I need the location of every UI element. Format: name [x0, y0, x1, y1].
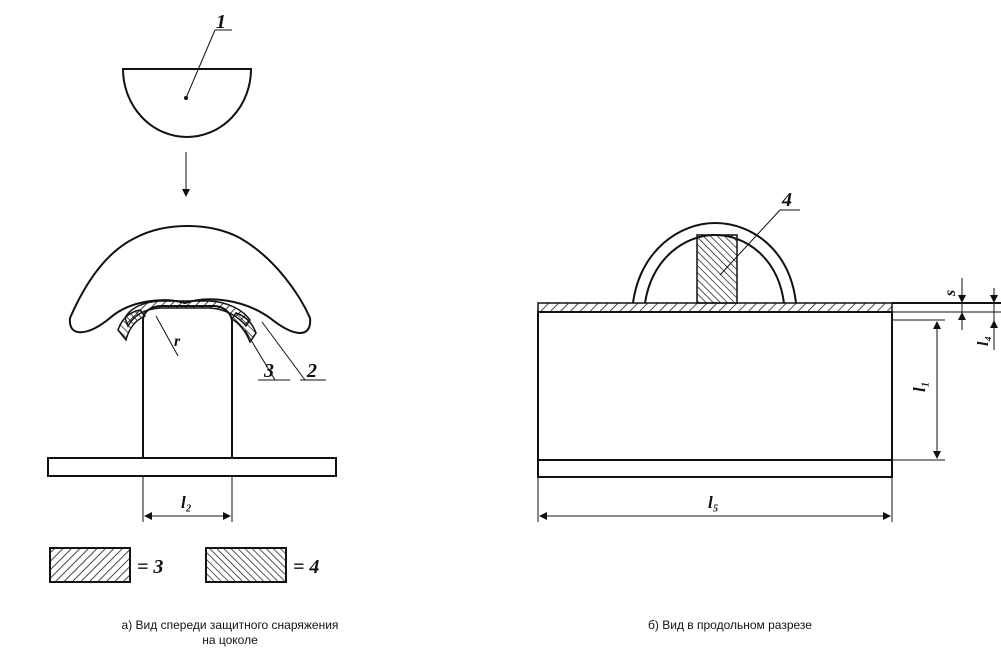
legend-swatch-3: [49, 547, 131, 583]
protector-shell: [68, 225, 312, 334]
base-plate-a: [47, 457, 337, 477]
leader-r: [155, 315, 179, 357]
post: [142, 305, 233, 458]
leader-item-2: [261, 321, 306, 381]
caption-view-b: б) Вид в продольном разрезе: [580, 618, 880, 633]
layer-4-right: [230, 312, 257, 344]
legend-label-3: = 3: [137, 556, 163, 578]
legend-label-4: = 4: [293, 556, 319, 578]
label-l5: l₅: [708, 493, 719, 512]
hatched-strip: [537, 302, 893, 313]
striker-hemisphere: [121, 68, 253, 138]
label-l4: l₄: [975, 336, 992, 346]
leader-item-3: [244, 329, 276, 381]
legend-swatch-4: [205, 547, 287, 583]
label-item-1: 1: [216, 11, 226, 33]
leader-item-4-b: [719, 209, 781, 276]
label-s: s: [942, 290, 959, 297]
label-r: r: [174, 333, 181, 350]
label-l1: l₁: [910, 381, 929, 392]
layer-4-left: [117, 309, 147, 342]
label-l2: l₂: [181, 493, 192, 512]
caption-view-a: а) Вид спереди защитного снаряжения на ц…: [70, 618, 390, 648]
label-item-2: 2: [306, 360, 317, 382]
block-body: [537, 311, 893, 461]
view-a-front: 1 r 3 2 l₂ = 3 = 4: [47, 11, 337, 583]
base-plate-b: [537, 459, 893, 478]
arch-outer: [632, 221, 797, 304]
label-item-3: 3: [263, 360, 274, 382]
view-b-section: 4 l₅ l₁ s l₄: [537, 189, 1001, 522]
label-item-4-b: 4: [781, 189, 792, 211]
caption-view-a-line2: на цоколе: [202, 633, 258, 647]
caption-view-a-line1: а) Вид спереди защитного снаряжения: [121, 618, 339, 632]
caption-view-b-text: б) Вид в продольном разрезе: [648, 618, 812, 632]
element-4-hatched: [696, 234, 738, 304]
leader-item-1: [185, 29, 216, 99]
